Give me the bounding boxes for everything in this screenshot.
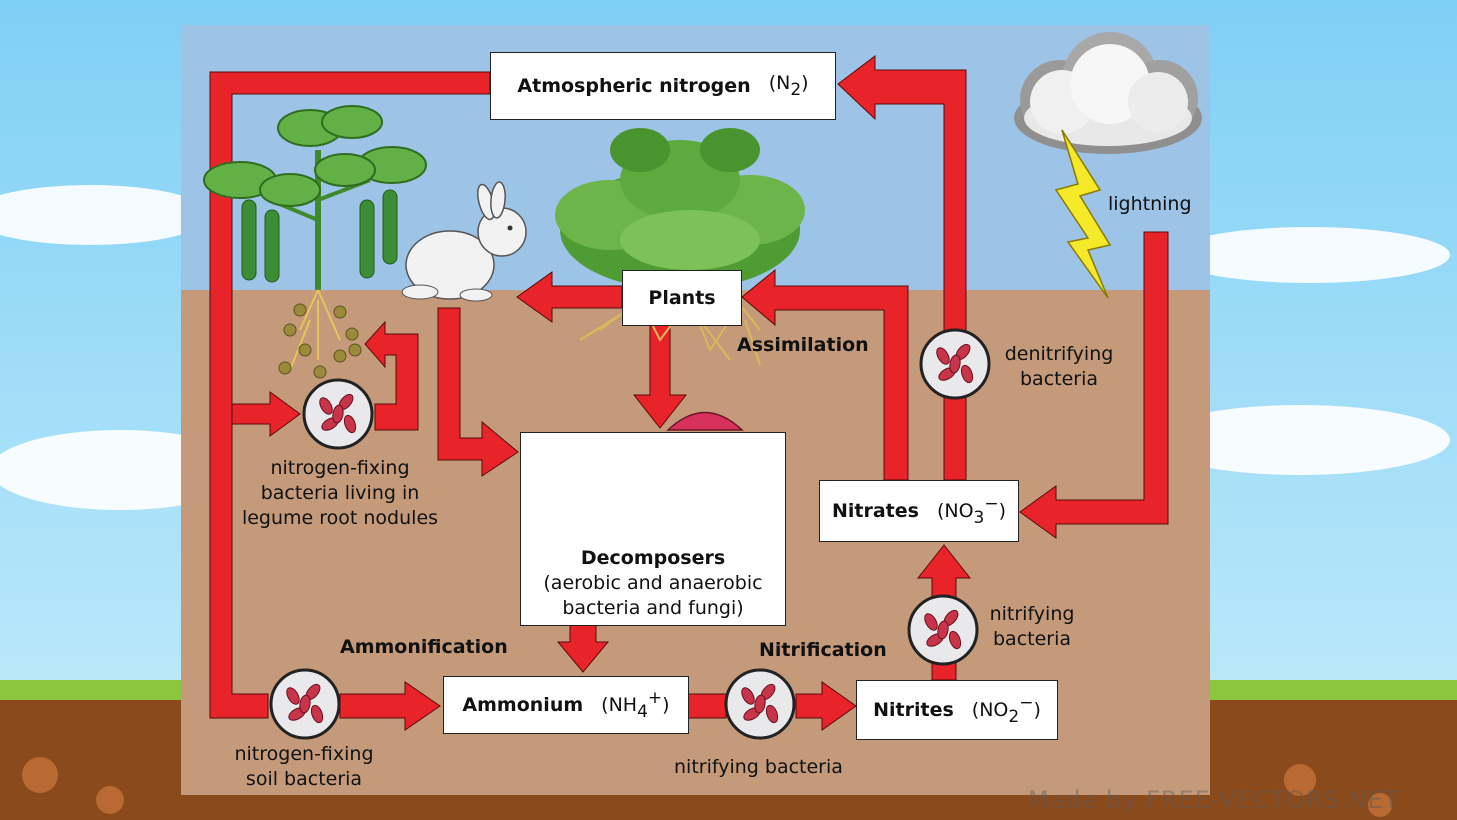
arrow-atmosphere-to-soil bbox=[209, 71, 491, 719]
plants-box: Plants bbox=[622, 270, 742, 326]
legume-plant-icon bbox=[203, 105, 427, 379]
arrow-plants-to-rabbit bbox=[516, 271, 623, 323]
decomposers-desc-line1: (aerobic and anaerobic bbox=[543, 572, 763, 594]
arrow-nitrates-to-atmosphere bbox=[837, 54, 967, 481]
atmospheric-nitrogen-label: Atmospheric nitrogen bbox=[517, 75, 751, 97]
nitrifying-bacteria-upper-icon bbox=[907, 594, 979, 666]
decomposers-text: Decomposers (aerobic and anaerobic bacte… bbox=[522, 546, 784, 621]
legume-bacteria-icon bbox=[302, 378, 374, 450]
ammonification-label: Ammonification bbox=[340, 636, 508, 658]
decomposers-label: Decomposers bbox=[580, 547, 726, 569]
soil-bacteria-icon bbox=[269, 668, 341, 740]
arrow-to-legume-bacteria bbox=[231, 391, 301, 437]
ammonium-label: Ammonium bbox=[462, 694, 584, 716]
denitrifying-bacteria-icon bbox=[919, 328, 991, 400]
nitrites-label: Nitrites bbox=[873, 699, 954, 721]
nitrates-label: Nitrates bbox=[831, 500, 919, 522]
arrow-ammonium-to-nitrifying bbox=[687, 693, 727, 719]
nitrifying-bacteria-lower-label: nitrifying bacteria bbox=[674, 756, 843, 778]
atmospheric-nitrogen-formula: (N2) bbox=[768, 72, 809, 100]
cloud-icon bbox=[1014, 32, 1202, 154]
lightning-bolt-icon bbox=[1054, 129, 1112, 299]
plant-icon bbox=[555, 128, 805, 366]
decomposers-desc-line2: bacteria and fungi) bbox=[562, 597, 744, 619]
nitrification-label: Nitrification bbox=[759, 639, 887, 661]
plants-label: Plants bbox=[648, 287, 716, 309]
assimilation-label: Assimilation bbox=[737, 334, 869, 356]
nitrifying-bacteria-lower-icon bbox=[724, 668, 796, 740]
arrow-rabbit-to-decomposers bbox=[437, 307, 519, 477]
arrow-nitrates-to-plants bbox=[741, 268, 909, 481]
watermark: Made by FREE-VECTORS.NET bbox=[1028, 786, 1400, 814]
legume-bacteria-label: nitrogen-fixing bacteria living in legum… bbox=[241, 457, 439, 529]
nitrites-formula: (NO2−) bbox=[971, 693, 1041, 727]
atmospheric-nitrogen-box: Atmospheric nitrogen (N2) bbox=[490, 52, 836, 120]
arrow-decomposers-to-ammonium bbox=[556, 624, 610, 673]
ammonium-formula: (NH4+) bbox=[601, 688, 670, 722]
arrow-nitrifying-to-nitrites bbox=[795, 681, 857, 731]
nitrates-box: Nitrates (NO3−) bbox=[819, 480, 1019, 542]
rabbit-icon bbox=[401, 181, 527, 302]
arrow-legume-to-roots bbox=[364, 320, 419, 431]
arrow-soil-bacteria-to-ammonium bbox=[339, 681, 441, 731]
ammonium-box: Ammonium (NH4+) bbox=[443, 676, 689, 734]
arrow-lightning-to-nitrates bbox=[1019, 231, 1169, 539]
lightning-label: lightning bbox=[1108, 193, 1192, 215]
nitrates-formula: (NO3−) bbox=[936, 494, 1007, 528]
decomposers-box bbox=[520, 432, 786, 626]
nitrites-box: Nitrites (NO2−) bbox=[856, 680, 1058, 740]
arrow-plants-to-decomposers bbox=[632, 324, 688, 429]
